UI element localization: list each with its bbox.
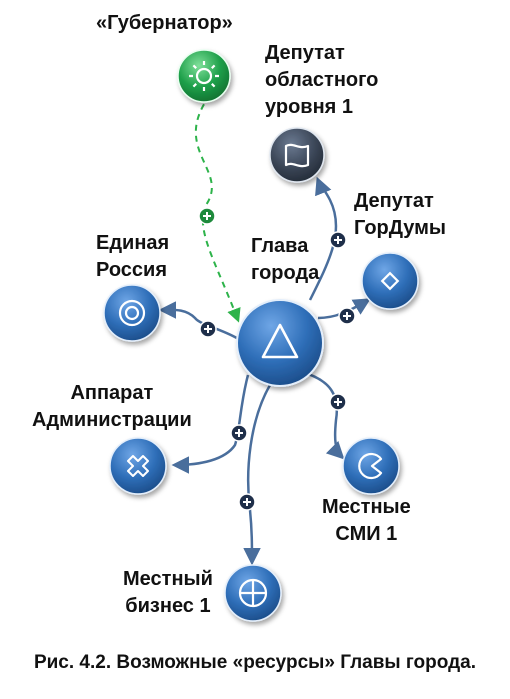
node-head: [236, 299, 324, 387]
label-united-russia: Единая Россия: [96, 232, 170, 281]
plus-icon: [329, 393, 347, 411]
triangle-icon: [261, 323, 299, 359]
edge-head-apparatus: [171, 374, 250, 474]
resource-diagram: [103, 49, 419, 622]
plus-icon: [338, 307, 356, 325]
plus-icon: [329, 231, 347, 249]
edge-head-deputy-regional: [308, 176, 338, 301]
node-united-russia: [103, 284, 161, 342]
pacman-icon: [358, 452, 383, 480]
plus-icon: [199, 320, 217, 338]
node-deputy-gorduma: [361, 252, 419, 310]
label-local-business: Местный бизнес 1: [123, 568, 213, 617]
node-local-business: [224, 564, 282, 622]
node-apparatus: [109, 437, 167, 495]
target-icon: [118, 299, 146, 327]
edge-governor-head: [194, 94, 241, 323]
edge-head-local-media: [301, 370, 345, 460]
node-local-media: [342, 437, 400, 495]
node-governor: [177, 49, 231, 103]
edge-head-united-russia: [158, 301, 241, 342]
diamond-icon: [380, 271, 400, 291]
plus-badges: [198, 207, 356, 511]
flag-icon: [284, 143, 310, 168]
label-local-media: Местные СМИ 1: [322, 496, 411, 545]
plus-icon: [238, 493, 256, 511]
edge-head-local-business: [243, 384, 272, 566]
plus-icon: [230, 424, 248, 442]
label-deputy-gorduma: Депутат ГорДумы: [354, 190, 447, 239]
label-deputy-regional: Депутат областного уровня 1: [265, 42, 379, 118]
figure-caption: Рис. 4.2. Возможные «ресурсы» Главы горо…: [33, 652, 477, 673]
sun-icon: [189, 61, 219, 91]
label-apparatus: Аппарат Администрации: [32, 382, 192, 431]
crosshair-icon: [238, 578, 268, 608]
label-governor: «Губернатор»: [96, 12, 233, 34]
node-deputy-regional: [269, 127, 325, 183]
label-head: Глава города: [251, 235, 320, 284]
plus-icon: [198, 207, 216, 225]
cross-icon: [127, 455, 149, 477]
